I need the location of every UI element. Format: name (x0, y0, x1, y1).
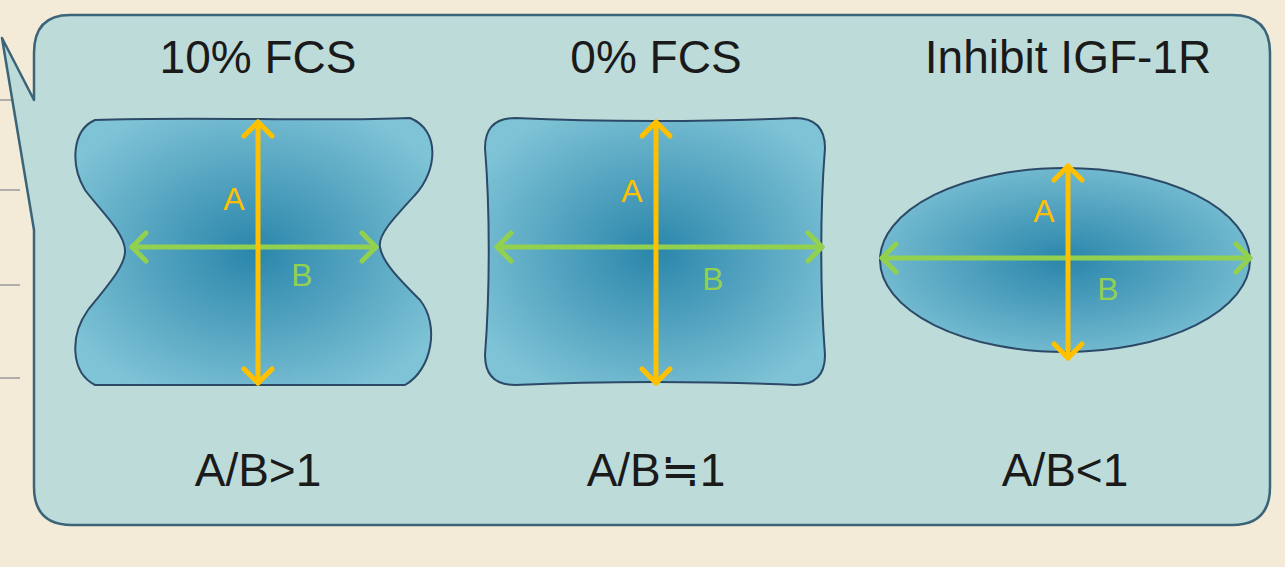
cell-shape: Inhibit IGF-1R A B A/B<1 (870, 25, 1265, 505)
axis-label: A (223, 182, 244, 217)
axis-arrow (497, 233, 511, 261)
condition-title: 0% FCS (570, 32, 741, 83)
axis-arrow (1054, 166, 1082, 180)
cell-outline (470, 25, 840, 505)
axis-arrow (1054, 344, 1082, 358)
cell-body (880, 168, 1250, 352)
cell-body (485, 118, 825, 385)
ratio-label: A/B>1 (195, 445, 322, 496)
margin-tick (0, 284, 20, 286)
cell-shape: 10% FCS A B A/B>1 (60, 25, 460, 505)
axis-arrow (642, 122, 670, 136)
axis-arrow (244, 369, 272, 383)
ratio-label: A/B<1 (1002, 445, 1129, 496)
ratio-label: A/B≒1 (587, 445, 726, 496)
callout-bubble (2, 15, 1270, 525)
axis-label: A (1033, 194, 1054, 229)
axis-arrow (362, 233, 376, 261)
axis-arrow (497, 245, 822, 250)
axis-arrow (132, 245, 376, 250)
condition-title: Inhibit IGF-1R (925, 32, 1211, 83)
axis-arrow (808, 233, 822, 261)
axis-arrow (882, 244, 896, 272)
axis-arrow (132, 233, 146, 261)
axis-arrow (1236, 244, 1250, 272)
axis-label: B (291, 258, 312, 293)
margin-tick (0, 377, 20, 379)
axis-label: B (1097, 272, 1118, 307)
margin-tick (0, 189, 20, 191)
axis-label: B (702, 262, 723, 297)
cell-body (75, 118, 432, 385)
axis-arrow (244, 122, 272, 136)
axis-label: A (621, 174, 642, 209)
cell-outline (870, 25, 1265, 505)
axis-arrow (642, 369, 670, 383)
axis-arrow (1066, 166, 1071, 358)
axis-arrow (256, 122, 261, 383)
axis-arrow (654, 122, 659, 383)
cell-outline (60, 25, 460, 505)
condition-title: 10% FCS (160, 32, 357, 83)
cell-shape: 0% FCS A B A/B≒1 (470, 25, 840, 505)
